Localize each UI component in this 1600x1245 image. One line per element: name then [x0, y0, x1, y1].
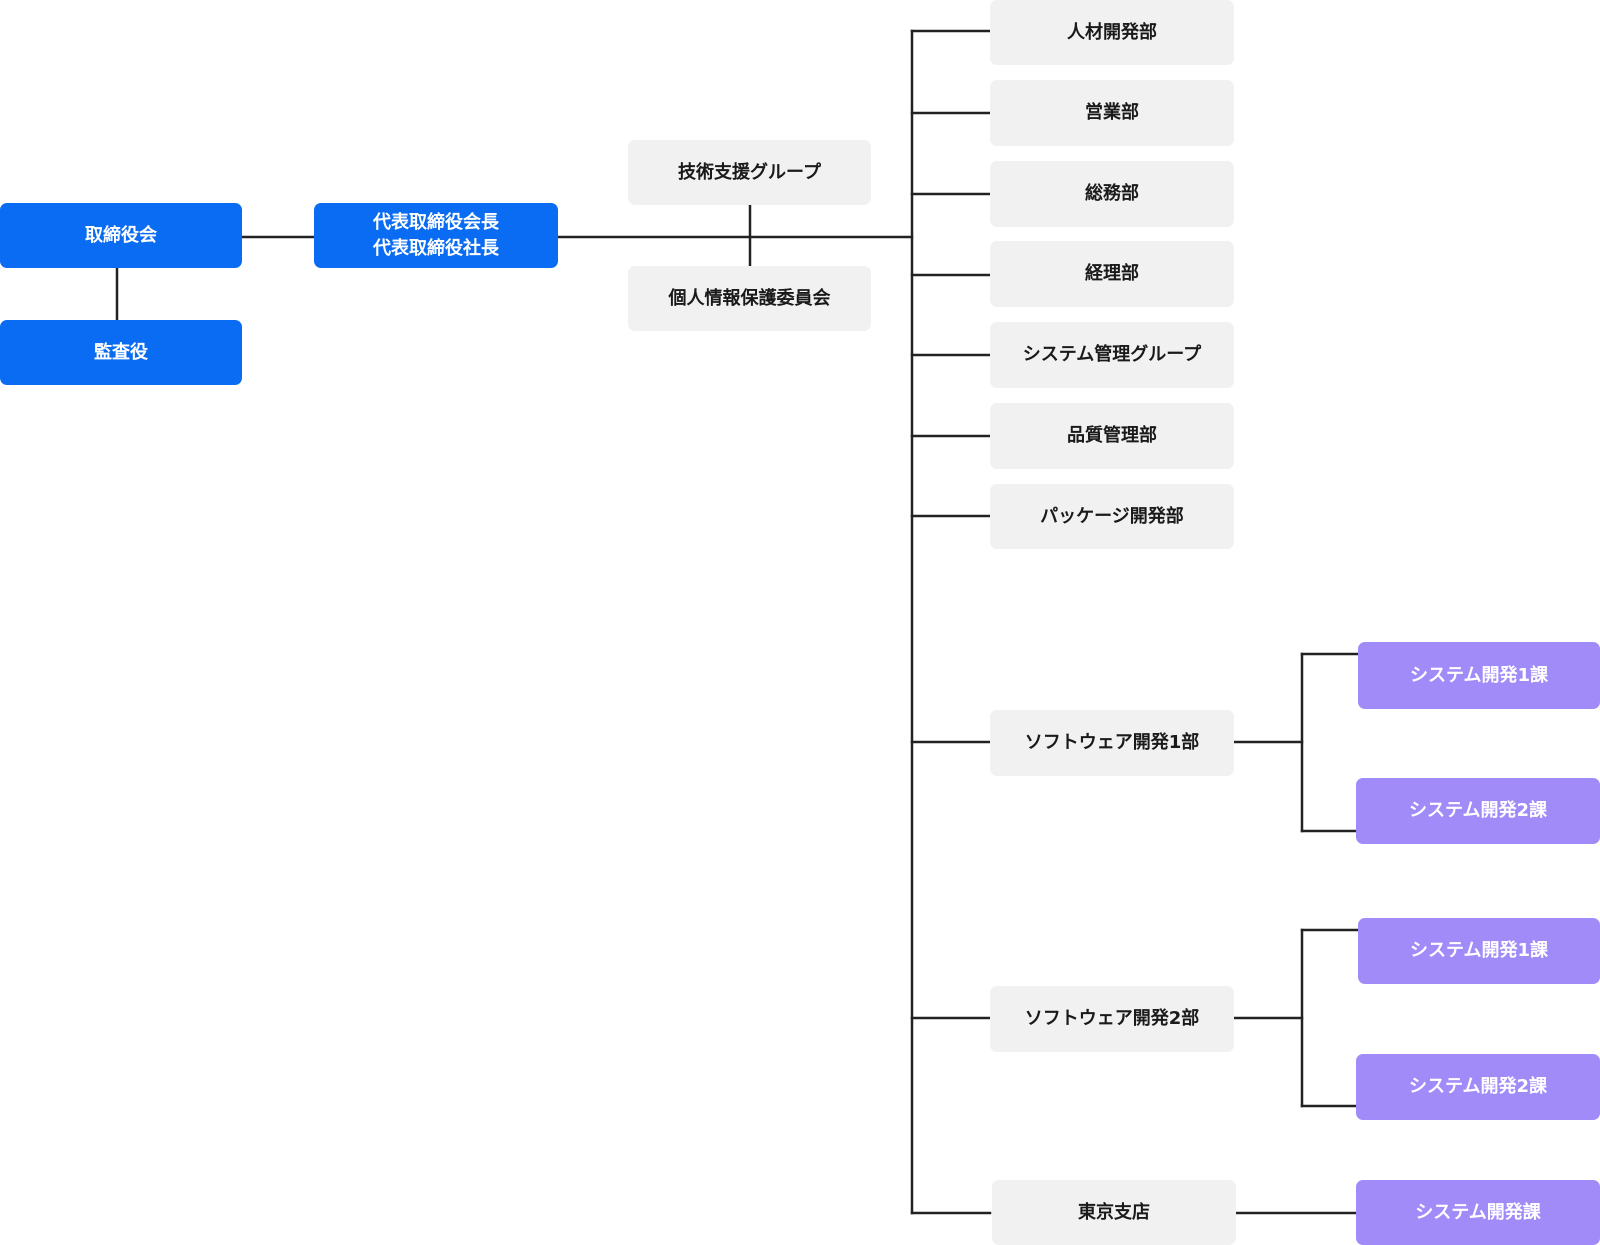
department-system-admin-box: システム管理グループ: [990, 322, 1234, 388]
department-quality-box: 品質管理部: [990, 403, 1234, 469]
department-general-affairs-box: 総務部: [990, 161, 1234, 227]
auditor-box: 監査役: [0, 320, 242, 385]
section-sd1-system-dev-1-box: システム開発1課: [1358, 642, 1600, 709]
board-of-directors-box: 取締役会: [0, 203, 242, 268]
section-tokyo-system-dev-box: システム開発課: [1356, 1180, 1600, 1245]
department-package-dev-box: パッケージ開発部: [990, 484, 1234, 549]
tokyo-branch-box: 東京支店: [992, 1180, 1236, 1245]
section-sd1-system-dev-2-box: システム開発2課: [1356, 778, 1600, 844]
tech-support-group-box: 技術支援グループ: [628, 140, 871, 205]
president-box: 代表取締役会長 代表取締役社長: [314, 203, 558, 268]
section-sd2-system-dev-1-box: システム開発1課: [1358, 918, 1600, 984]
privacy-committee-box: 個人情報保護委員会: [628, 266, 871, 331]
department-accounting-box: 経理部: [990, 241, 1234, 307]
section-sd2-system-dev-2-box: システム開発2課: [1356, 1054, 1600, 1120]
department-hr-box: 人材開発部: [990, 0, 1234, 65]
department-software-dev-1-box: ソフトウェア開発1部: [990, 710, 1234, 776]
department-sales-box: 営業部: [990, 80, 1234, 146]
department-software-dev-2-box: ソフトウェア開発2部: [990, 986, 1234, 1052]
